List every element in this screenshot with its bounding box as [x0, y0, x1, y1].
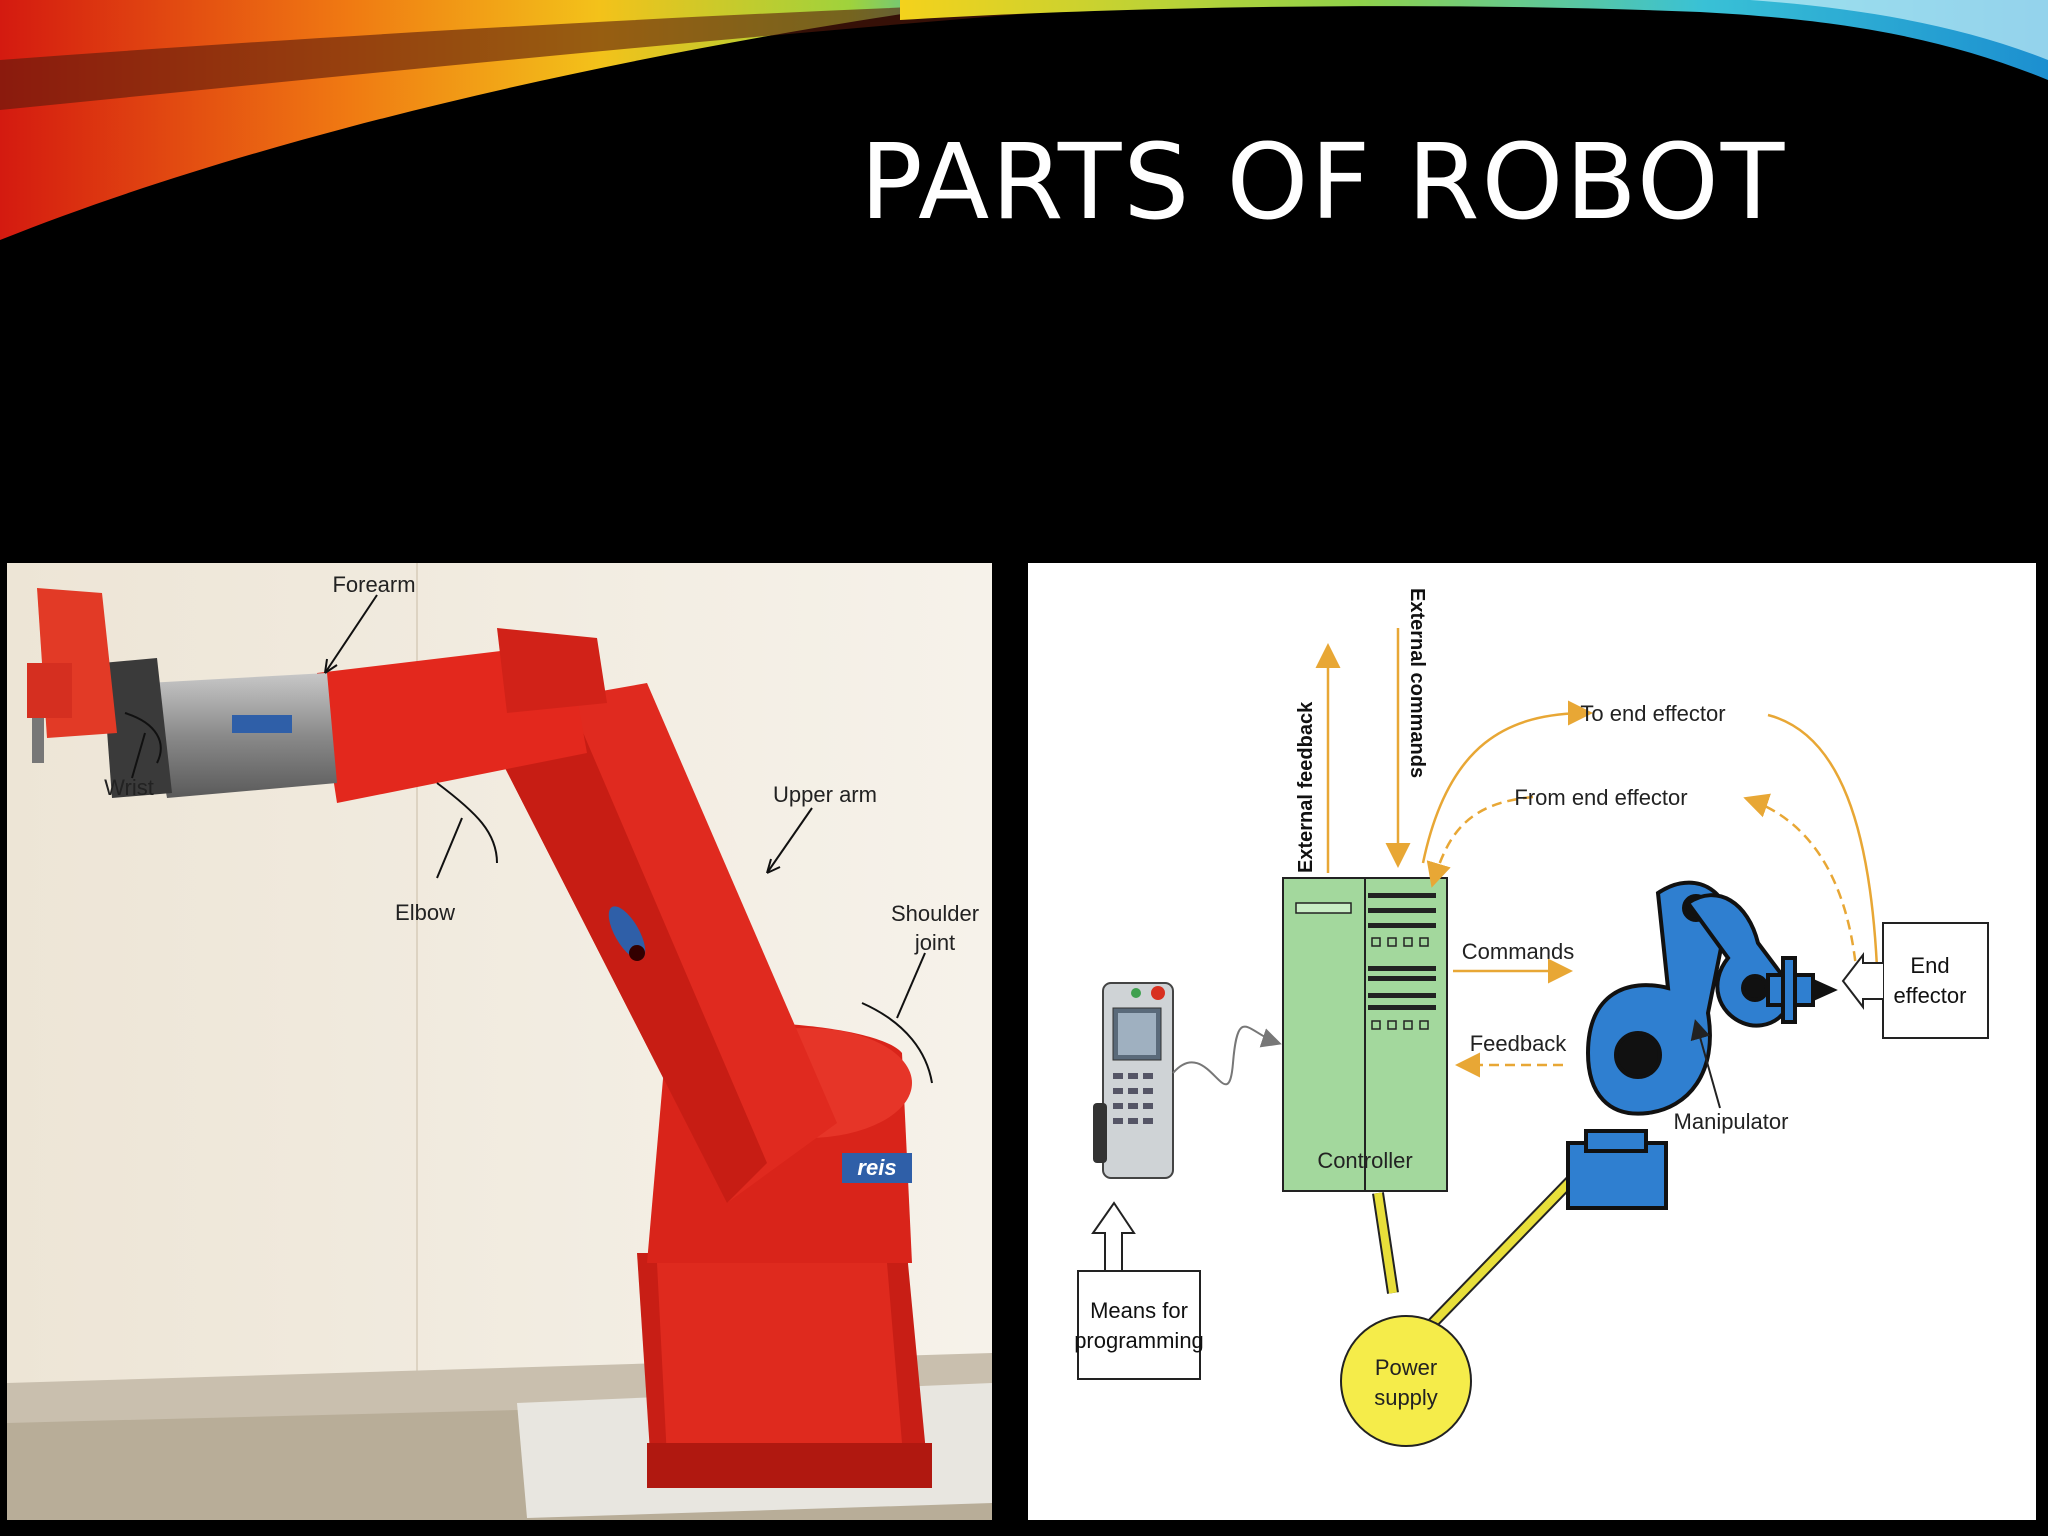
- robot-system-diagram-panel: External feedback External commands Cont…: [1028, 563, 2036, 1520]
- svg-text:programming: programming: [1074, 1328, 1204, 1353]
- page-title: PARTS OF ROBOT: [860, 121, 1787, 243]
- commands-label: Commands: [1462, 939, 1574, 964]
- industrial-robot-illustration: reis Forearm Wrist Up: [7, 563, 992, 1520]
- controller-box: Controller: [1282, 877, 1448, 1192]
- upper-arm-label: Upper arm: [773, 782, 877, 807]
- to-end-effector-label: To end effector: [1580, 701, 1725, 726]
- forearm-label: Forearm: [332, 572, 415, 597]
- shoulder-joint-label-line1: Shoulder: [891, 901, 979, 926]
- elbow-label: Elbow: [395, 900, 455, 925]
- means-for-programming-box: Means for programming: [1074, 1270, 1204, 1380]
- from-end-effector-label: From end effector: [1514, 785, 1687, 810]
- reis-logo: reis: [857, 1155, 896, 1180]
- teach-pendant-device: [1093, 982, 1174, 1179]
- svg-text:Means for: Means for: [1090, 1298, 1188, 1323]
- end-effector-callout: End effector: [1841, 922, 1989, 1039]
- external-feedback-label: External feedback: [1295, 701, 1317, 873]
- svg-text:supply: supply: [1374, 1385, 1438, 1410]
- manipulator-robot: [1566, 880, 1838, 1210]
- svg-text:External feedback: External feedback: [1295, 701, 1317, 873]
- power-supply-circle: Power supply: [1340, 1315, 1472, 1447]
- svg-text:End: End: [1910, 953, 1949, 978]
- decorative-swoosh-banner: [0, 0, 2048, 260]
- controller-label: Controller: [1317, 1148, 1412, 1173]
- svg-text:External commands: External commands: [1406, 588, 1428, 778]
- wrist-label: Wrist: [104, 775, 154, 800]
- shoulder-joint-label-line2: joint: [914, 930, 955, 955]
- feedback-label: Feedback: [1470, 1031, 1568, 1056]
- robot-system-diagram: External feedback External commands Cont…: [1074, 588, 1989, 1447]
- svg-text:Power: Power: [1375, 1355, 1437, 1380]
- up-arrow-shape: [1091, 1201, 1136, 1274]
- robot-photo-panel: reis Forearm Wrist Up: [7, 563, 992, 1520]
- manipulator-label: Manipulator: [1674, 1109, 1789, 1134]
- svg-text:effector: effector: [1894, 983, 1967, 1008]
- external-commands-label: External commands: [1406, 588, 1428, 778]
